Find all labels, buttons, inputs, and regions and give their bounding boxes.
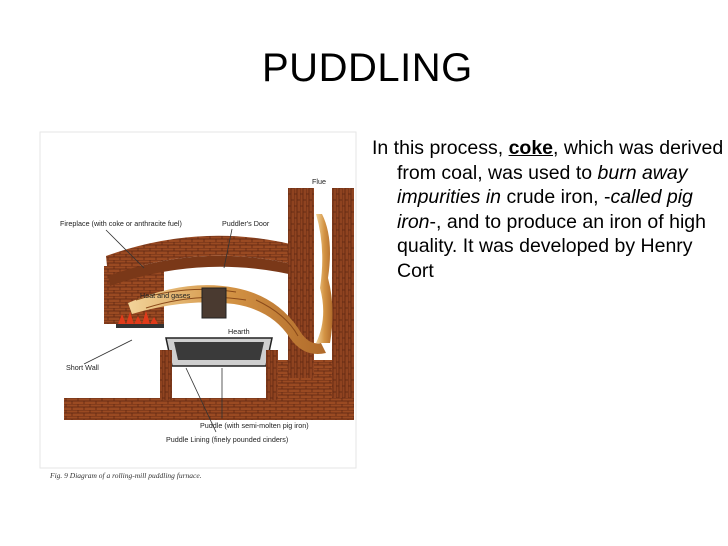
figure-frame (39, 131, 357, 469)
text-part-4: -, and to produce an iron of high qualit… (397, 210, 706, 282)
roof-arch (106, 235, 308, 276)
fire-grate (116, 324, 164, 328)
flue-gases (316, 214, 333, 343)
pig-iron-term: called pig iron (397, 186, 693, 233)
figure-caption: Fig. 9 Diagram of a rolling-mill puddlin… (49, 471, 202, 480)
text-part-2: , which was derived from coal, was used … (397, 137, 724, 184)
label-hearth: Hearth (228, 327, 250, 336)
label-fireplace: Fireplace (with coke or anthracite fuel) (60, 219, 182, 228)
body-paragraph: In this process, coke, which was derived… (372, 136, 728, 284)
burn-away-phrase: burn away impurities in (397, 161, 688, 209)
label-puddle: Puddle (with semi-molten pig iron) (200, 421, 309, 430)
puddling-furnace-diagram: Fireplace (with coke or anthracite fuel)… (36, 128, 360, 492)
puddle-iron (174, 342, 264, 360)
text-part-1: In this process, (372, 137, 509, 159)
short-wall (160, 350, 172, 400)
fireplace-leader (105, 229, 145, 269)
slide-title: PUDDLING (262, 46, 473, 90)
label-heat-gases: Heat and gases (140, 291, 191, 300)
puddlers-door-block (201, 287, 227, 319)
support-wall (266, 350, 278, 400)
coke-term: coke (508, 137, 554, 159)
text-part-3: crude iron, - (501, 186, 611, 209)
lining-leader (185, 367, 217, 433)
label-puddlers-door: Puddler's Door (222, 219, 270, 228)
base-slab (64, 398, 354, 420)
heat-gas-stream (128, 285, 326, 354)
label-puddle-lining: Puddle Lining (finely pounded cinders) (166, 435, 288, 444)
shortwall-leader (83, 339, 133, 365)
door-leader (223, 228, 233, 269)
furnace-illustration: Fireplace (with coke or anthracite fuel)… (39, 131, 357, 480)
fire-flames (118, 311, 158, 324)
label-short-wall: Short Wall (66, 363, 99, 372)
label-flue: Flue (312, 177, 326, 186)
roof-lining (108, 255, 308, 286)
flue-right-column (332, 188, 354, 398)
